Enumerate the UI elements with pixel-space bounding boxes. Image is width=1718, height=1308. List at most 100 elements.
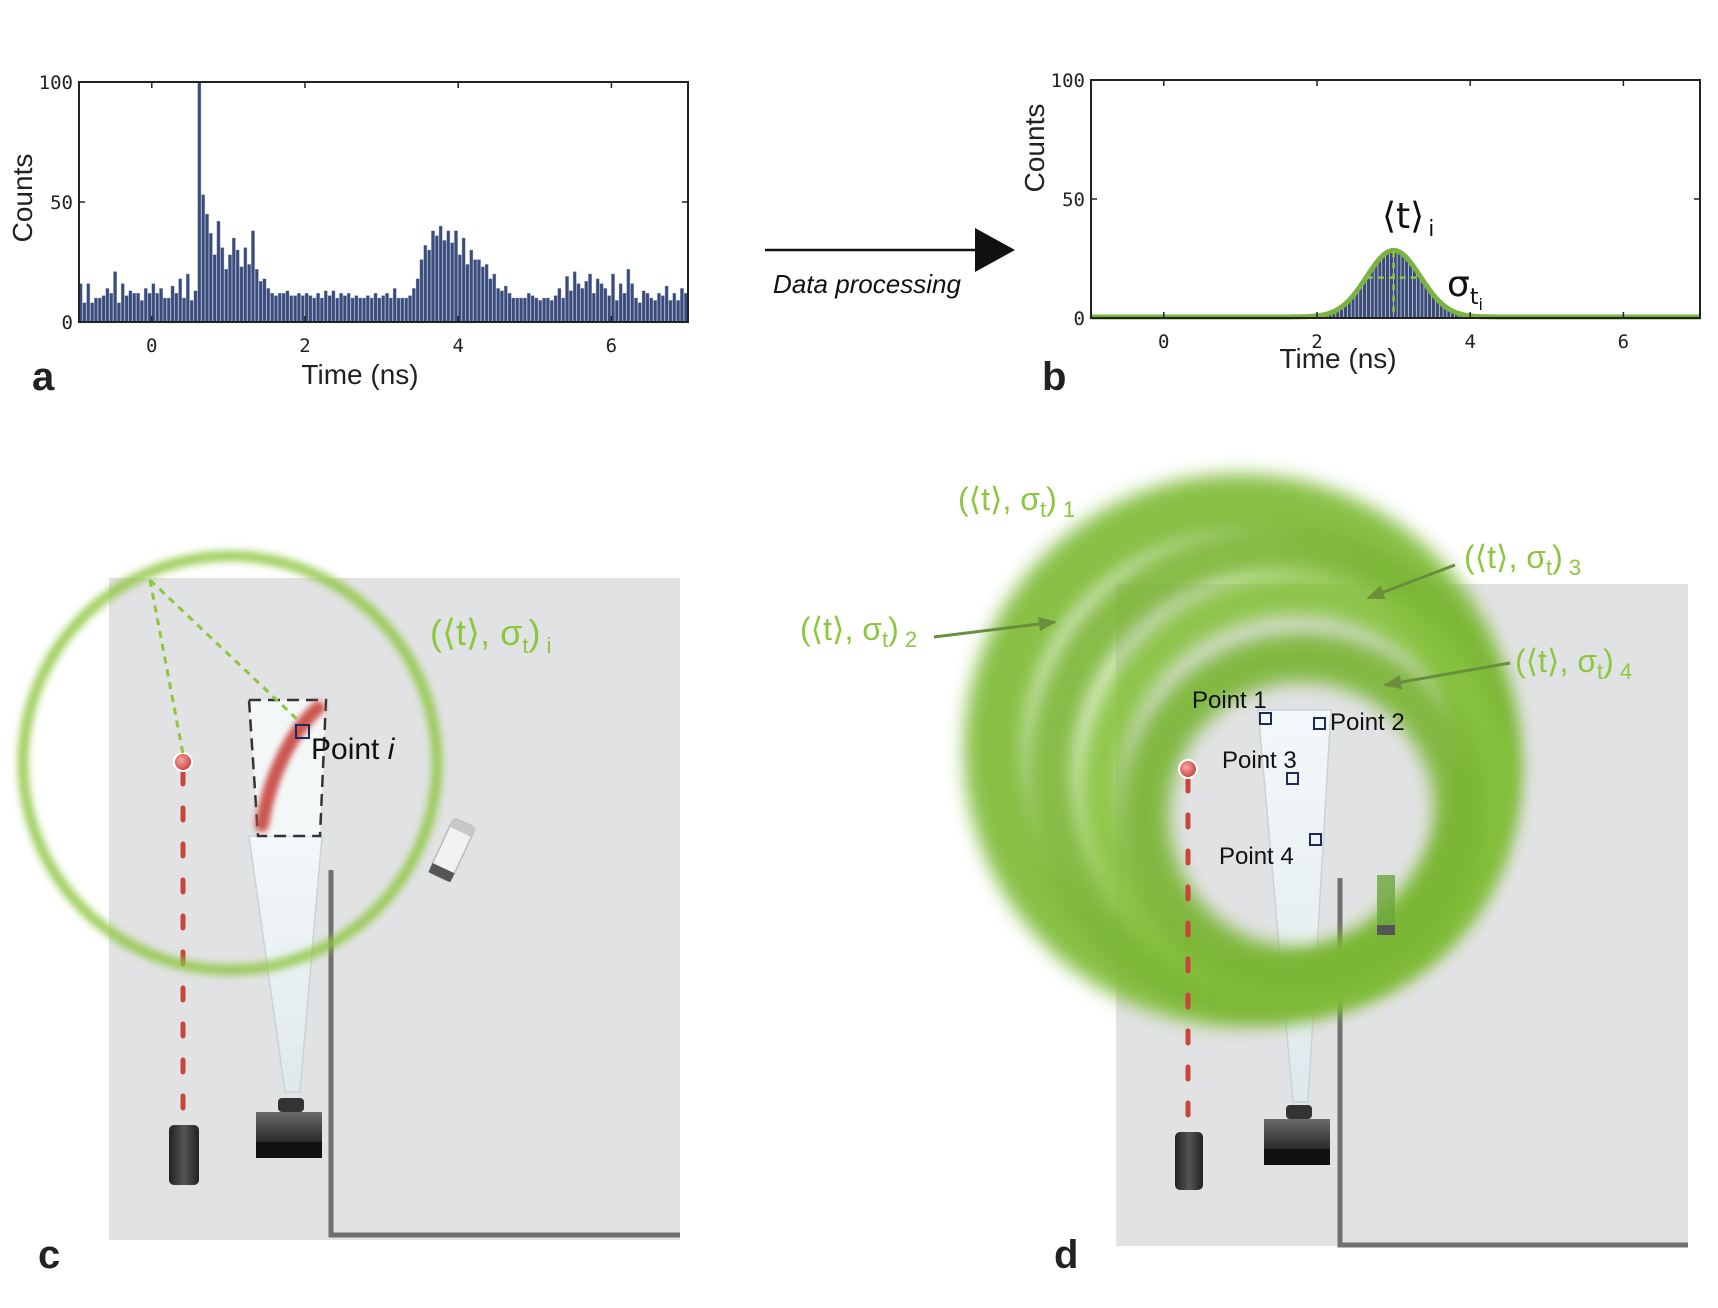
histogram-a-bar	[124, 295, 129, 323]
histogram-a-bar	[197, 81, 202, 323]
histogram-a-bar	[549, 300, 554, 323]
histogram-a-bar	[235, 249, 240, 323]
ring-4-label: (⟨t⟩, σt)4	[1515, 643, 1632, 684]
histogram-a-bar	[277, 293, 282, 323]
ring-1-label: (⟨t⟩, σt)1	[958, 481, 1075, 522]
histogram-a-bar	[615, 300, 619, 323]
histogram-a-bar	[97, 297, 102, 323]
ring-4-pointer	[1383, 661, 1511, 690]
detector-icon	[169, 1125, 199, 1185]
histogram-a-bar	[143, 288, 148, 323]
histogram-a-bar	[427, 249, 431, 323]
histogram-a-bar	[561, 297, 566, 323]
histogram-a-bar	[634, 297, 638, 323]
histogram-a-bar	[657, 293, 661, 323]
histogram-a-bar	[247, 264, 251, 323]
histogram-a-bar	[289, 295, 294, 323]
histogram-b-bar	[1339, 307, 1344, 318]
ring-group	[964, 474, 1519, 1026]
histogram-a-bar	[366, 295, 370, 323]
histogram-a-bar	[339, 293, 343, 323]
histogram-a-bar	[205, 213, 209, 323]
histogram-a-bar	[572, 271, 577, 323]
histogram-a-bar	[396, 297, 401, 323]
histogram-a-bar	[565, 276, 569, 323]
histogram-a-bar	[251, 230, 255, 323]
point-2-marker	[1313, 717, 1326, 730]
histogram-a-bar	[415, 278, 420, 323]
histogram-a-bar	[457, 254, 462, 323]
histogram-a-bar	[323, 290, 328, 323]
histogram-a-bar	[285, 290, 290, 323]
room-floor	[109, 578, 680, 1240]
histogram-a-bar	[480, 266, 485, 323]
histogram-a-bar	[186, 273, 190, 323]
histogram-a-ytick-label: 100	[39, 72, 73, 94]
panel-label-a: a	[32, 355, 55, 399]
histogram-a-bar	[358, 297, 363, 323]
point-4-label: Point 4	[1219, 843, 1294, 870]
histogram-a-bar	[170, 285, 175, 323]
histogram-a-bar	[101, 295, 106, 323]
sigma-annotation: σti	[1447, 264, 1483, 314]
histogram-a-bar	[641, 290, 646, 323]
histogram-b-bar	[1454, 313, 1459, 318]
histogram-a-bar	[446, 230, 451, 323]
histogram-a-bar	[599, 283, 604, 323]
histogram-a-bar	[120, 283, 125, 323]
histogram-a-bar	[438, 225, 443, 323]
histogram-a-bar	[354, 295, 359, 323]
histogram-b-bar	[1443, 307, 1447, 318]
ring-2-label: (⟨t⟩, σt)2	[800, 611, 917, 652]
detector-icon-d	[1175, 1132, 1203, 1190]
histogram-a-bar	[82, 302, 87, 323]
histogram-a-bar	[220, 247, 225, 323]
point-3-label: Point 3	[1222, 747, 1297, 774]
histogram-b-bar	[1336, 310, 1340, 318]
histogram-a-xlabel: Time (ns)	[301, 359, 418, 390]
histogram-a-bar	[442, 240, 447, 323]
histogram-b-bar	[1447, 310, 1451, 318]
point-3-marker	[1286, 772, 1299, 785]
histogram-a-bar	[155, 293, 160, 323]
histogram-a-ylabel: Counts	[7, 154, 38, 243]
histogram-a-bar	[618, 283, 623, 323]
histogram-a-bar	[580, 288, 585, 323]
histogram-a-bar	[117, 302, 121, 323]
histogram-a-bar	[228, 254, 232, 323]
histogram-a-bar	[454, 230, 458, 323]
histogram-a-bar	[166, 297, 171, 323]
histogram-a-bar	[262, 278, 267, 323]
histogram-a-bar	[94, 297, 98, 323]
histogram-a-bar	[113, 271, 117, 323]
histogram-a-bar	[423, 244, 428, 323]
histogram-a-bar	[128, 290, 133, 323]
histogram-b-bar	[1439, 304, 1443, 318]
histogram-a-bar	[174, 293, 179, 323]
histogram-a-bar	[385, 293, 389, 323]
histogram-a-bar	[672, 293, 677, 323]
laser-spot-d	[1178, 759, 1198, 779]
histogram-b-bar	[1366, 274, 1371, 318]
point-1-label: Point 1	[1192, 687, 1267, 714]
hidden-object-d	[1377, 875, 1395, 935]
histogram-a-bar	[676, 300, 680, 323]
histogram-a-bar	[496, 288, 500, 323]
histogram-a-bar	[109, 293, 114, 323]
histogram-a-bar	[327, 295, 332, 323]
histogram-b-ytick-label: 50	[1062, 189, 1085, 211]
histogram-b-bar	[1416, 274, 1420, 318]
mean-annotation: ⟨t⟩i	[1382, 196, 1434, 242]
point-i-label: Point i	[311, 733, 396, 766]
histogram-a-bar	[320, 297, 324, 323]
ring-link-point	[148, 578, 302, 724]
histogram-a-bar	[511, 297, 516, 323]
histogram-a-bar	[392, 288, 397, 323]
histogram-b-bar	[1347, 300, 1351, 318]
histogram-a-bar	[400, 297, 405, 323]
histogram-a-bar	[258, 281, 263, 323]
histogram-a-bar	[611, 273, 615, 323]
histogram-a-bar	[163, 297, 167, 323]
